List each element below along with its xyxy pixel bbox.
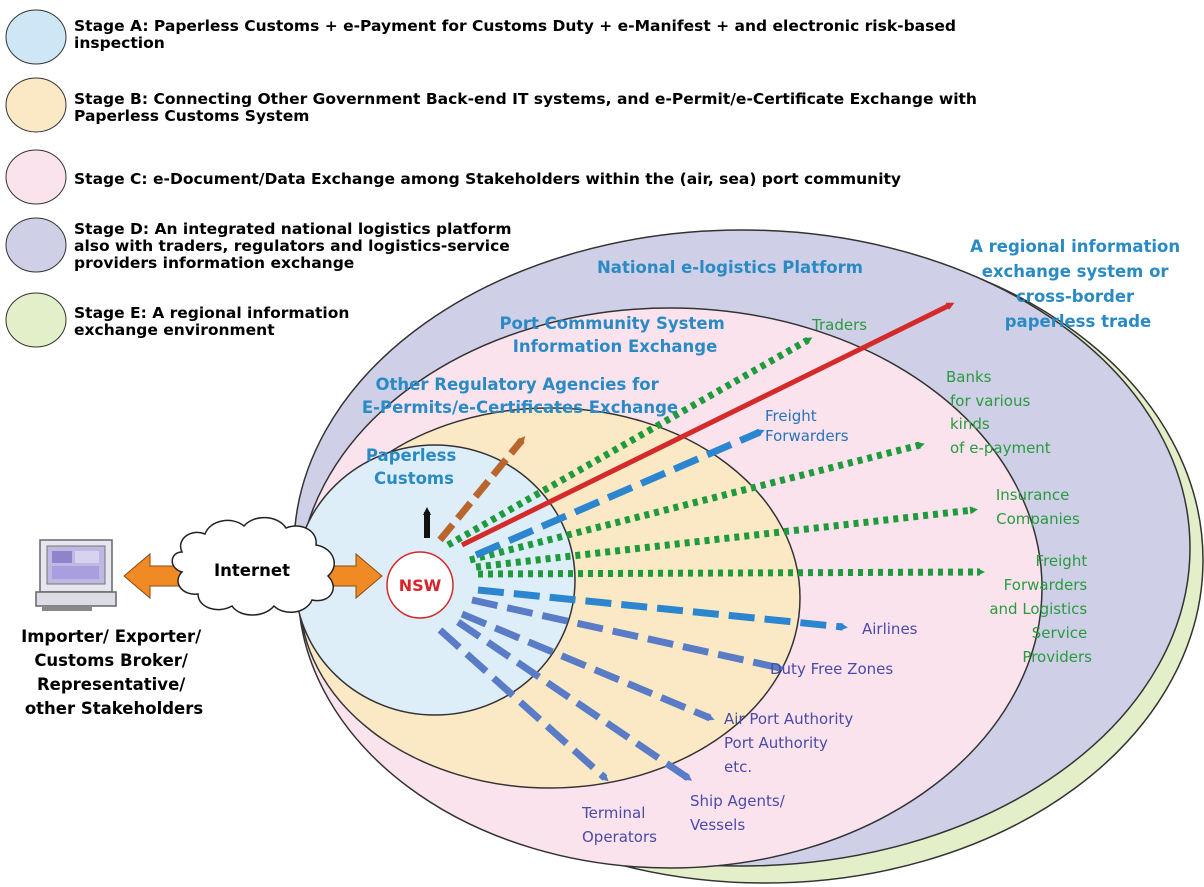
legend-swatch-stage-e (5, 292, 67, 348)
title-line: A regional information (970, 237, 1180, 256)
terminal-operators-label: Terminal Operators (581, 804, 657, 846)
legend-text-stage-c: Stage C: e-Document/Data Exchange among … (74, 170, 901, 188)
label-line: Air Port Authority (724, 710, 853, 728)
arrow-to-insurance (475, 506, 978, 571)
legend-text-stage-d: Stage D: An integrated national logistic… (74, 220, 517, 272)
port-authority-label: Air Port Authority Port Authority etc. (724, 710, 858, 776)
banks-label: Banks for various kinds of e-payment (946, 368, 1051, 457)
label-line: Terminal (581, 804, 645, 822)
label-line: other Stakeholders (25, 699, 204, 718)
legend-line: providers information exchange (74, 254, 354, 272)
title-line: Paperless (366, 446, 457, 465)
arrow-to-freight-forwarders (474, 428, 765, 559)
arrow-to-duty-free (471, 596, 785, 672)
airlines-label: Airlines (862, 620, 918, 638)
traders-label: Traders (811, 316, 867, 334)
arrow-to-airlines (477, 586, 848, 631)
title-line: Information Exchange (513, 337, 718, 356)
destination-labels: Traders Banks for various kinds of e-pay… (581, 316, 1092, 846)
label-line: Port Authority (724, 734, 828, 752)
legend-text-stage-e: Stage E: A regional information exchange… (74, 304, 355, 339)
title-line: E-Permits/e-Certificates Exchange (362, 398, 678, 417)
nsw-hub: NSW (386, 551, 454, 619)
label-line: Operators (582, 828, 657, 846)
nsw-circle (386, 551, 454, 619)
ora-zone-title: Other Regulatory Agencies for E-Permits/… (362, 375, 678, 417)
legend-line: Stage B: Connecting Other Government Bac… (74, 90, 977, 108)
internet-label: Internet (214, 561, 290, 580)
computer-icon (35, 539, 117, 611)
legend-text-stage-b: Stage B: Connecting Other Government Bac… (74, 90, 982, 125)
legend-line: also with traders, regulators and logist… (74, 237, 510, 255)
label-line: of e-payment (950, 439, 1051, 457)
arrow-to-banks (469, 441, 925, 564)
legend-swatch-stage-d (5, 217, 67, 273)
ship-agents-label: Ship Agents/ Vessels (690, 792, 790, 834)
customs-zone-title: Paperless Customs (366, 446, 462, 488)
legend-line: exchange environment (74, 321, 275, 339)
freight-forwarders-label: Freight Forwarders (765, 407, 849, 445)
legend-text-stage-a: Stage A: Paperless Customs + e-Payment f… (74, 17, 961, 52)
label-line: Banks (946, 368, 992, 386)
legend-swatch-stage-a (5, 9, 67, 65)
label-line: Vessels (690, 816, 745, 834)
flow-arrows (423, 302, 985, 782)
title-line: Customs (374, 469, 454, 488)
label-line: Providers (1022, 648, 1092, 666)
national-zone-title: National e-logistics Platform (597, 258, 863, 277)
legend-line: Stage D: An integrated national logistic… (74, 220, 511, 238)
title-line: Other Regulatory Agencies for (376, 375, 660, 394)
label-line: etc. (724, 758, 752, 776)
title-line: paperless trade (1005, 312, 1151, 331)
legend-swatch-stage-b (5, 77, 67, 133)
duty-free-label: Duty Free Zones (770, 660, 893, 678)
legend-line: Stage A: Paperless Customs + e-Payment f… (74, 17, 956, 35)
label-line: Freight (765, 407, 817, 425)
label-line: Insurance (996, 486, 1070, 504)
legend: Stage A: Paperless Customs + e-Payment f… (5, 9, 982, 348)
logistics-label: Freight Forwarders and Logistics Service… (989, 552, 1092, 666)
zone-titles: A regional information exchange system o… (362, 237, 1186, 488)
label-line: Forwarders (1004, 576, 1088, 594)
insurance-label: Insurance Companies (996, 486, 1080, 528)
legend-swatch-stage-c (5, 149, 67, 205)
cloud-icon (171, 516, 335, 616)
legend-line: Paperless Customs System (74, 107, 309, 125)
legend-line: Stage E: A regional information (74, 304, 349, 322)
label-line: for various (950, 392, 1030, 410)
label-line: and Logistics (989, 600, 1087, 618)
label-line: Importer/ Exporter/ (21, 627, 202, 646)
arrow-to-port-authority (460, 610, 715, 722)
label-line: Representative/ (37, 675, 186, 694)
arrow-to-regional (460, 302, 955, 548)
label-line: kinds (950, 415, 990, 433)
regional-zone-title: A regional information exchange system o… (970, 237, 1186, 331)
title-line: exchange system or (982, 262, 1170, 281)
arrow-to-other-agencies (437, 436, 526, 543)
label-line: Service (1032, 624, 1087, 642)
label-line: Companies (996, 510, 1080, 528)
legend-line: Stage C: e-Document/Data Exchange among … (74, 170, 901, 188)
title-line: cross-border (1016, 287, 1135, 306)
label-line: Forwarders (765, 427, 849, 445)
stakeholders-label: Importer/ Exporter/ Customs Broker/ Repr… (21, 627, 207, 718)
label-line: Freight (1036, 552, 1088, 570)
title-line: Port Community System (499, 314, 724, 333)
arrow-to-logistics (477, 568, 985, 578)
label-line: Ship Agents/ (690, 792, 786, 810)
legend-line: inspection (74, 34, 165, 52)
nsw-label: NSW (399, 576, 442, 595)
label-line: Customs Broker/ (34, 651, 189, 670)
arrow-to-terminal (437, 627, 609, 782)
pcs-zone-title: Port Community System Information Exchan… (499, 314, 730, 356)
arrow-to-ship-agents (456, 619, 693, 781)
